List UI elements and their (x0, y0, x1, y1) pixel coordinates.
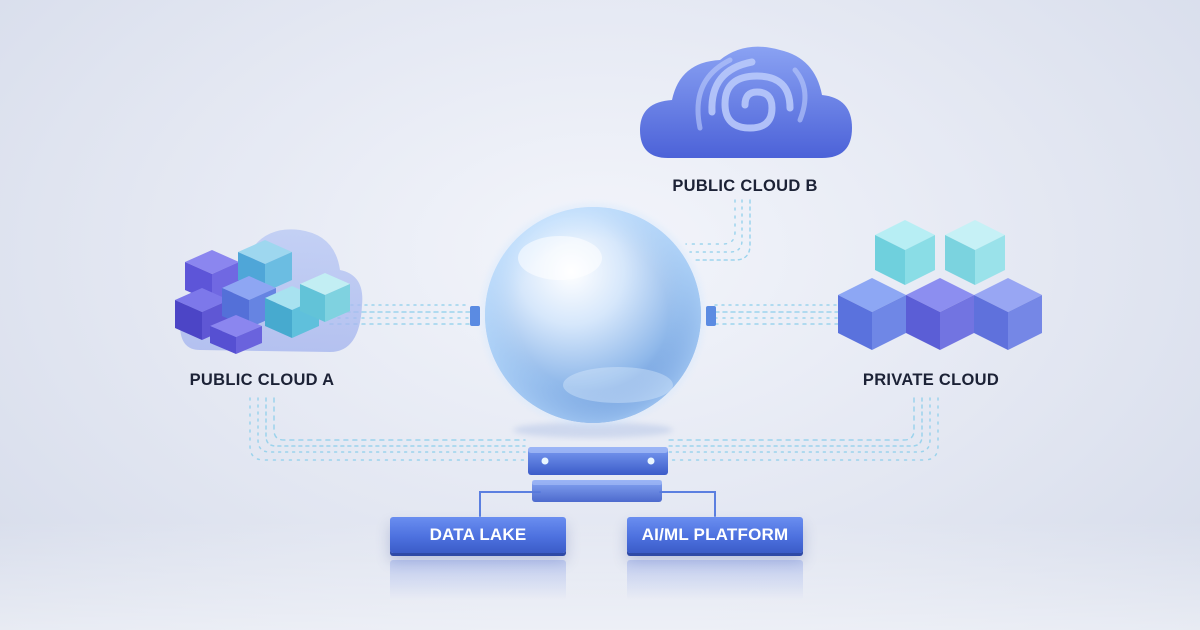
label-public-cloud-b: PUBLIC CLOUD B (672, 177, 818, 195)
hex-cube-front-1 (838, 278, 906, 350)
ai-ml-platform-node: AI/ML PLATFORM (627, 517, 803, 553)
hex-cube-front-2 (906, 278, 974, 350)
hex-cube-back-1 (875, 220, 935, 285)
link-public-cloud-a-platform (249, 397, 526, 461)
hexagon-cube-stack-icon (838, 220, 1042, 350)
glass-sphere-hub-icon (470, 203, 716, 438)
cube-6 (300, 273, 350, 322)
swirl-cloud-icon (640, 46, 852, 158)
link-platform-endpoints (479, 491, 716, 517)
hub-connector-left (470, 306, 480, 326)
link-public-cloud-b-hub (685, 199, 751, 261)
link-hub-private-cloud (714, 304, 846, 325)
cube-7 (210, 315, 262, 354)
floor-reflection (0, 520, 1200, 630)
label-public-cloud-a: PUBLIC CLOUD A (189, 371, 335, 389)
hex-cube-back-2 (945, 220, 1005, 285)
data-lake-reflection (390, 560, 566, 600)
platform-led-right (647, 457, 655, 465)
platform-led-left (541, 457, 549, 465)
cube-cluster-cloud-icon (175, 229, 363, 354)
ai-ml-platform-reflection (627, 560, 803, 600)
hub-connector-right (706, 306, 716, 326)
label-private-cloud: PRIVATE CLOUD (862, 371, 1000, 389)
link-private-cloud-platform (667, 397, 939, 461)
hex-cube-front-3 (974, 278, 1042, 350)
hub-base-platform-icon (528, 447, 668, 502)
data-lake-node: DATA LAKE (390, 517, 566, 553)
